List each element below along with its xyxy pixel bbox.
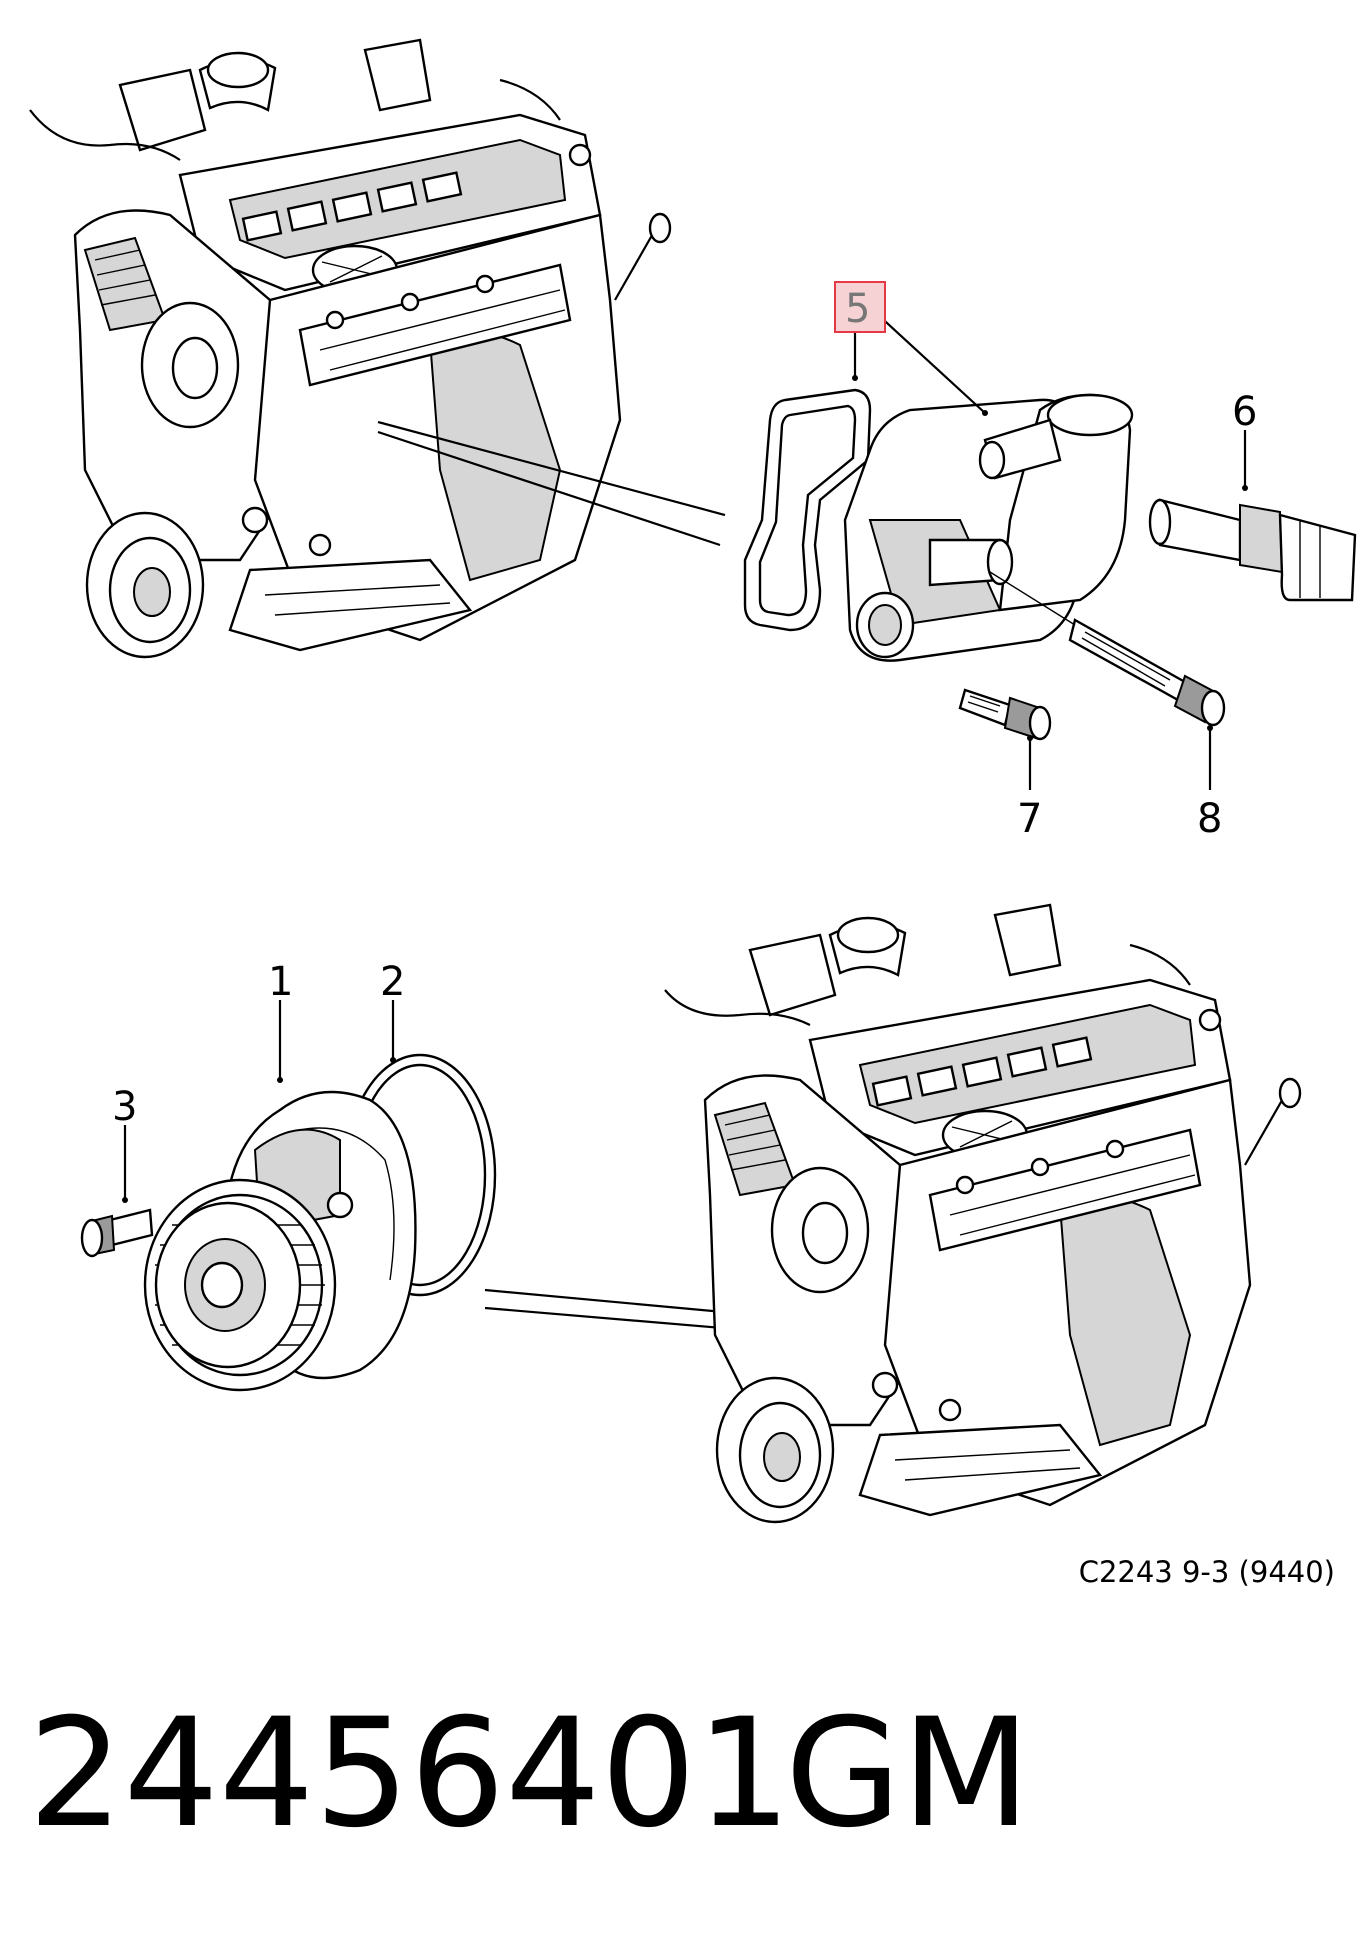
part-number: 24456401	[28, 1687, 791, 1861]
callout-6: 6	[1232, 389, 1257, 435]
engine-illustration-bottom	[664, 903, 1302, 1524]
bolt-3	[80, 1208, 154, 1258]
engine-illustration-top	[29, 38, 672, 659]
thermostat-gasket	[743, 388, 872, 632]
brand-label: GM	[785, 1687, 1031, 1861]
callout-7: 7	[1017, 796, 1042, 842]
callout-8: 8	[1197, 796, 1222, 842]
callout-5-highlight-box	[834, 281, 886, 333]
diagram-reference-code: C2243 9-3 (9440)	[1079, 1555, 1335, 1589]
temperature-sensor	[1148, 498, 1357, 602]
callout-3: 3	[112, 1084, 137, 1130]
callout-1: 1	[268, 959, 293, 1005]
bolt-7	[958, 688, 1052, 741]
bolt-8	[1068, 618, 1226, 727]
callout-5: 5	[845, 286, 870, 332]
callout-2: 2	[380, 959, 405, 1005]
thermostat-housing	[843, 393, 1134, 662]
water-pump	[143, 1053, 497, 1392]
